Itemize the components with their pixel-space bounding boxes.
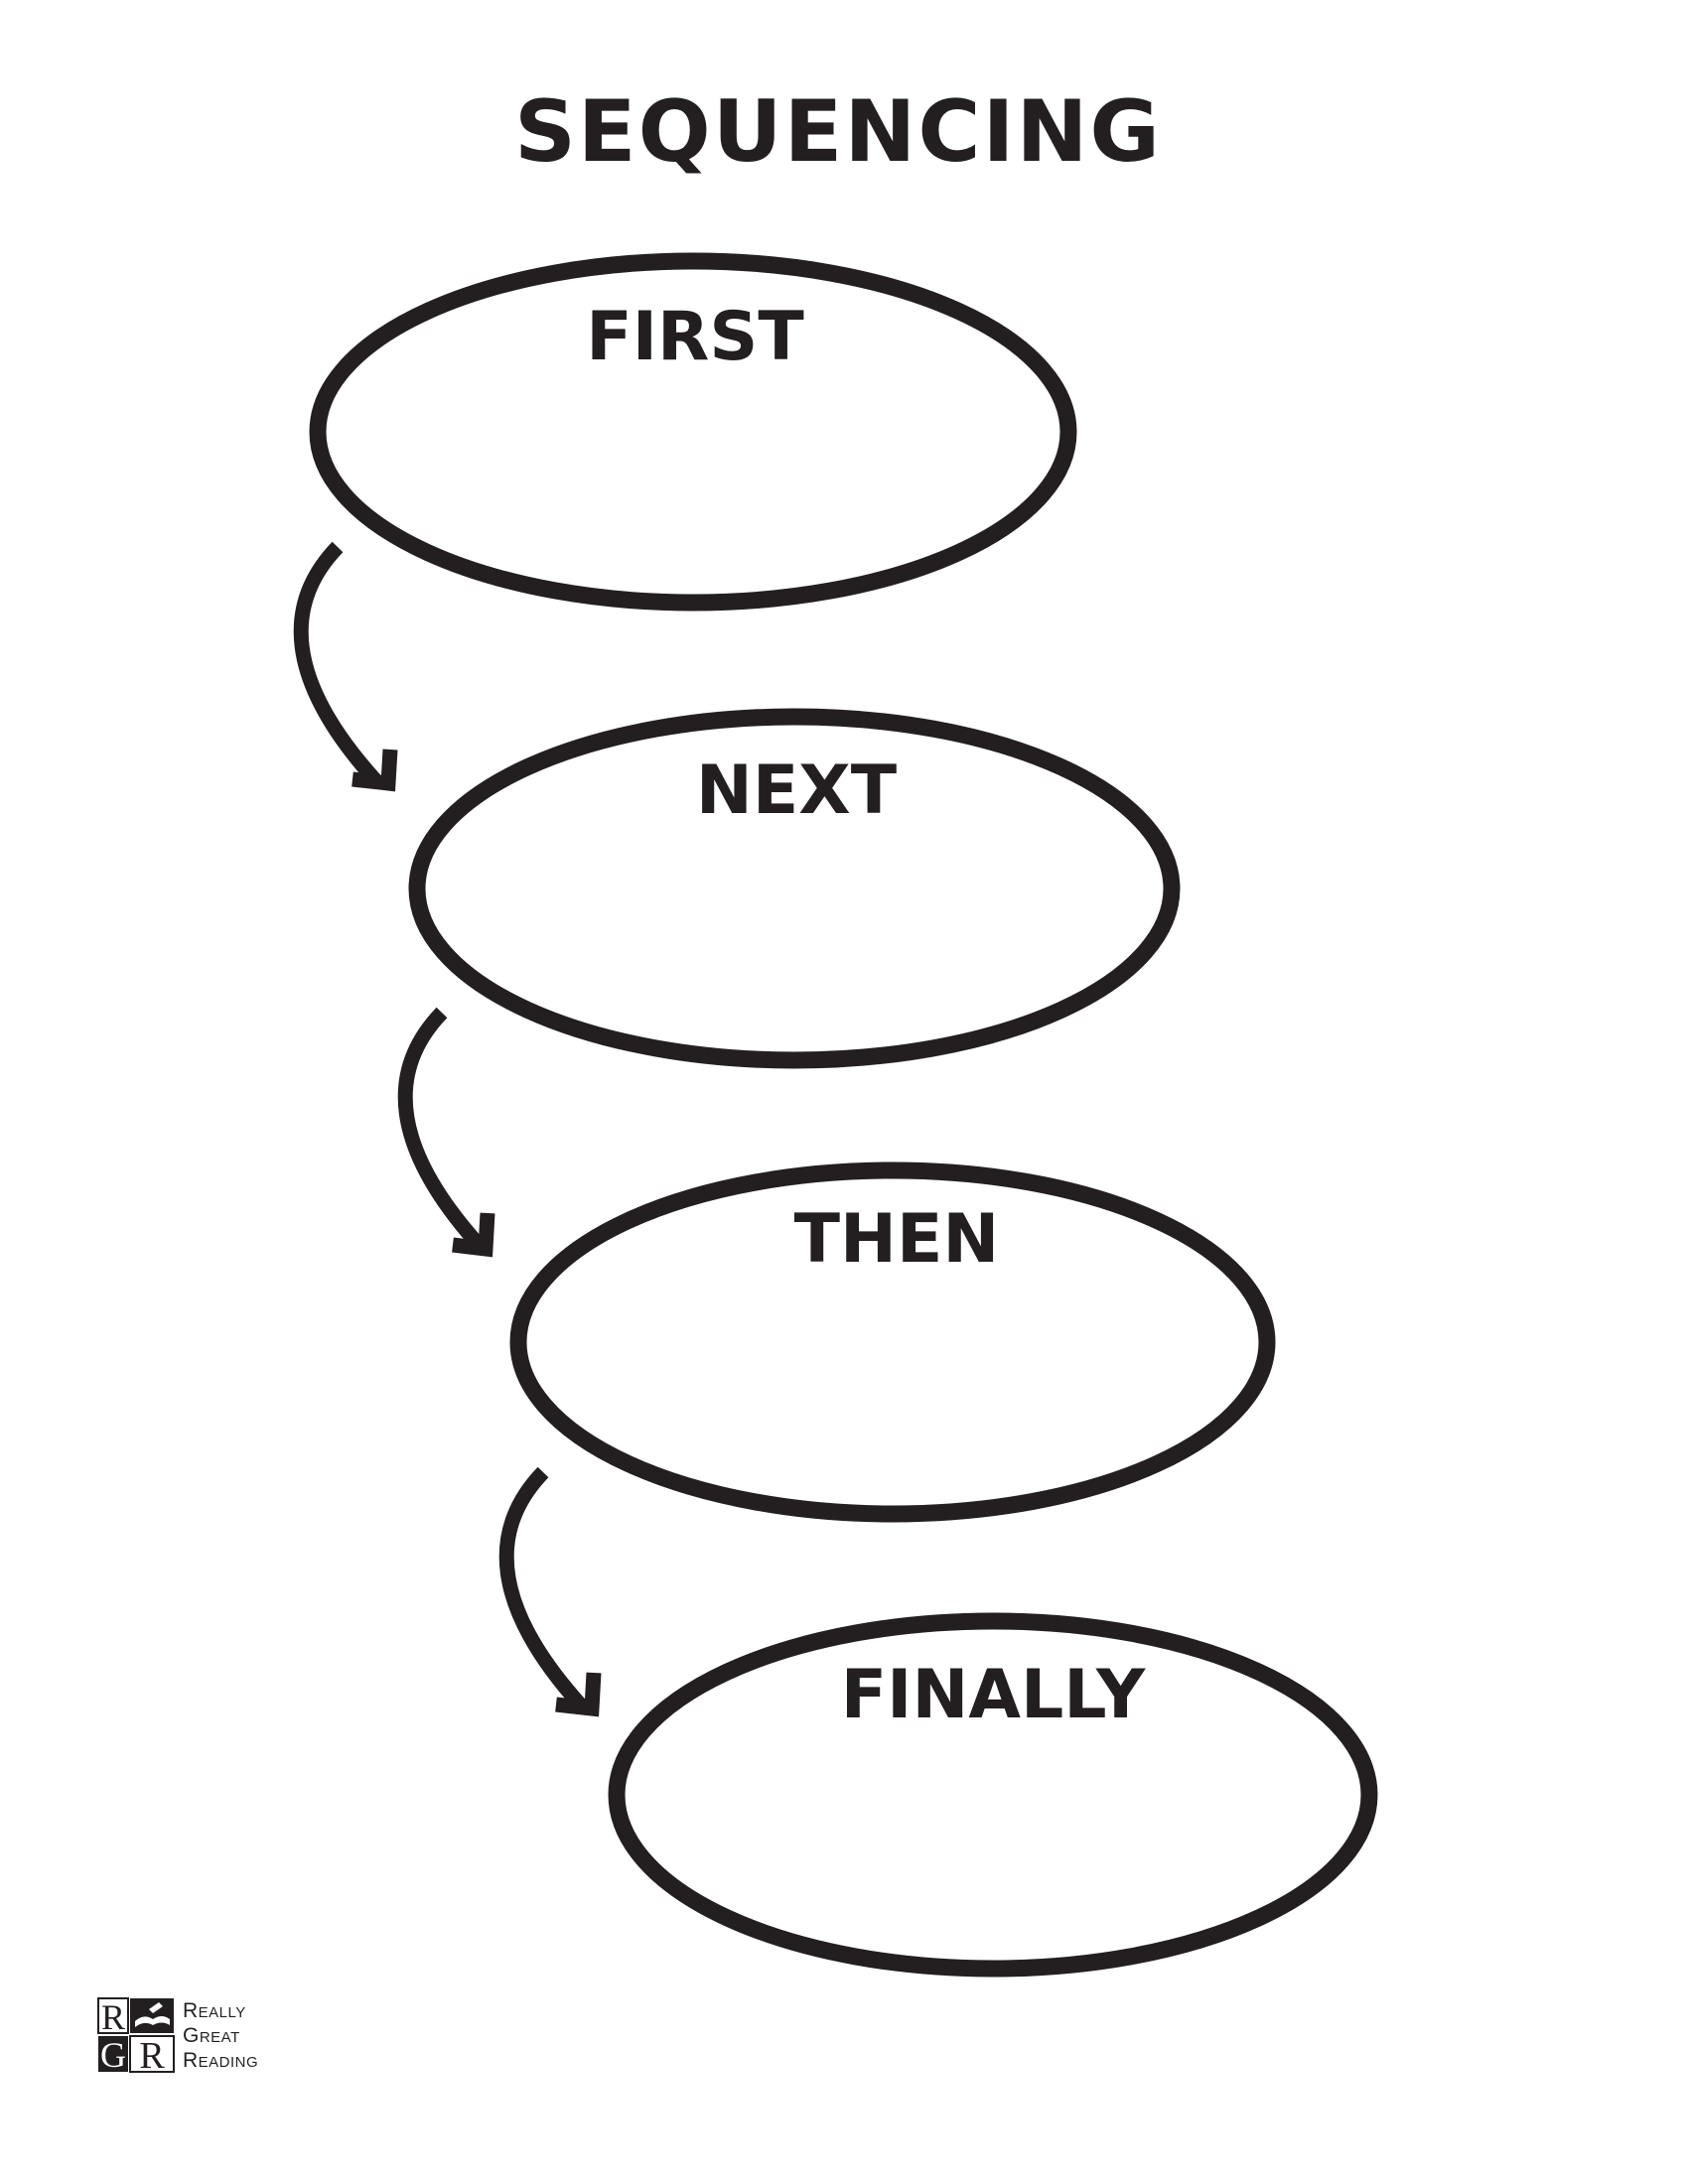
step-then-label: THEN (794, 1200, 1000, 1279)
step-first-label: FIRST (586, 298, 804, 376)
step-then-oval[interactable] (509, 1161, 1276, 1523)
svg-text:R: R (139, 2035, 165, 2073)
logo-wordmark: Really Great Reading (183, 1998, 258, 2073)
step-next-oval[interactable] (408, 708, 1181, 1069)
logo-line-2: Great (183, 2023, 240, 2047)
step-finally: FINALLY (608, 1612, 1378, 1978)
page-title: SEQUENCING (513, 82, 1163, 182)
step-next-label: NEXT (696, 751, 898, 830)
rgr-monogram-icon: R G R (97, 1997, 175, 2073)
really-great-reading-logo: R G R Really Great Reading (97, 1993, 258, 2077)
arrow-next-to-then-icon (397, 1007, 495, 1258)
logo-line-1: Really (183, 1998, 246, 2022)
step-finally-label: FINALLY (841, 1656, 1146, 1734)
step-next: NEXT (408, 708, 1181, 1069)
svg-text:R: R (101, 1997, 125, 2037)
arrow-first-to-next-icon (293, 541, 398, 792)
svg-text:G: G (100, 2035, 126, 2073)
logo-line-3: Reading (183, 2048, 259, 2072)
step-first-oval[interactable] (309, 252, 1077, 612)
step-first: FIRST (309, 252, 1077, 612)
arrow-then-to-finally-icon (498, 1466, 602, 1717)
step-finally-oval[interactable] (608, 1612, 1378, 1978)
step-then: THEN (509, 1161, 1276, 1523)
